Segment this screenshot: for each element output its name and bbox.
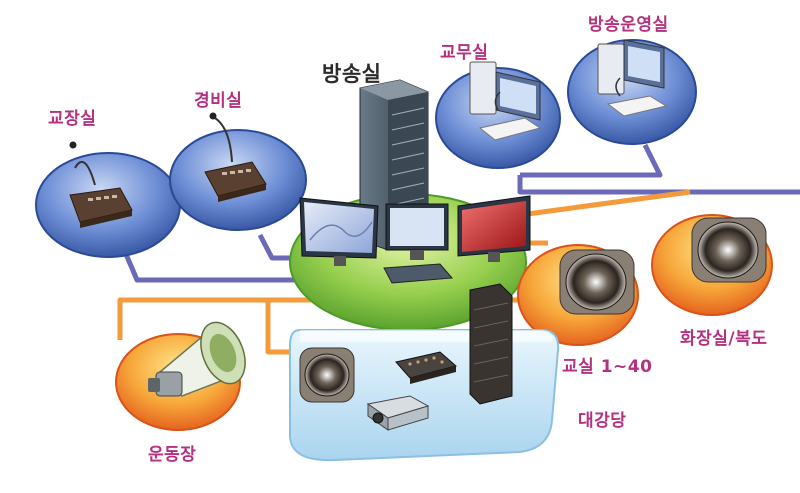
label-broadcast-room: 방송실 xyxy=(322,62,382,86)
speaker-icon xyxy=(299,347,355,403)
monitor-icon xyxy=(457,195,531,262)
speaker-icon xyxy=(691,217,767,283)
label-classrooms: 교실 1~40 xyxy=(562,357,653,377)
line-array-speaker-icon xyxy=(469,283,513,405)
speaker-icon xyxy=(559,249,635,315)
label-playground: 운동장 xyxy=(148,445,197,465)
label-auditorium: 대강당 xyxy=(578,411,627,431)
label-principal-office: 교장실 xyxy=(48,109,97,129)
computer-workstation-icon xyxy=(469,61,542,141)
audio-mixer-icon xyxy=(395,351,458,384)
control-line-operations xyxy=(520,143,663,178)
keyboard-icon xyxy=(383,263,454,284)
computer-workstation-icon xyxy=(597,39,668,117)
label-restroom-hallway: 화장실/복도 xyxy=(680,329,768,349)
microphone-console-icon xyxy=(204,112,267,202)
microphone-console-icon xyxy=(69,141,133,228)
monitor-icon xyxy=(299,197,379,266)
label-broadcast-operations: 방송운영실 xyxy=(588,15,669,35)
projector-icon xyxy=(366,395,430,431)
horn-speaker-icon xyxy=(148,321,246,397)
control-line-staff xyxy=(517,175,800,195)
label-staff-room: 교무실 xyxy=(440,43,489,63)
label-security-office: 경비실 xyxy=(194,91,243,111)
monitor-icon xyxy=(385,203,449,260)
